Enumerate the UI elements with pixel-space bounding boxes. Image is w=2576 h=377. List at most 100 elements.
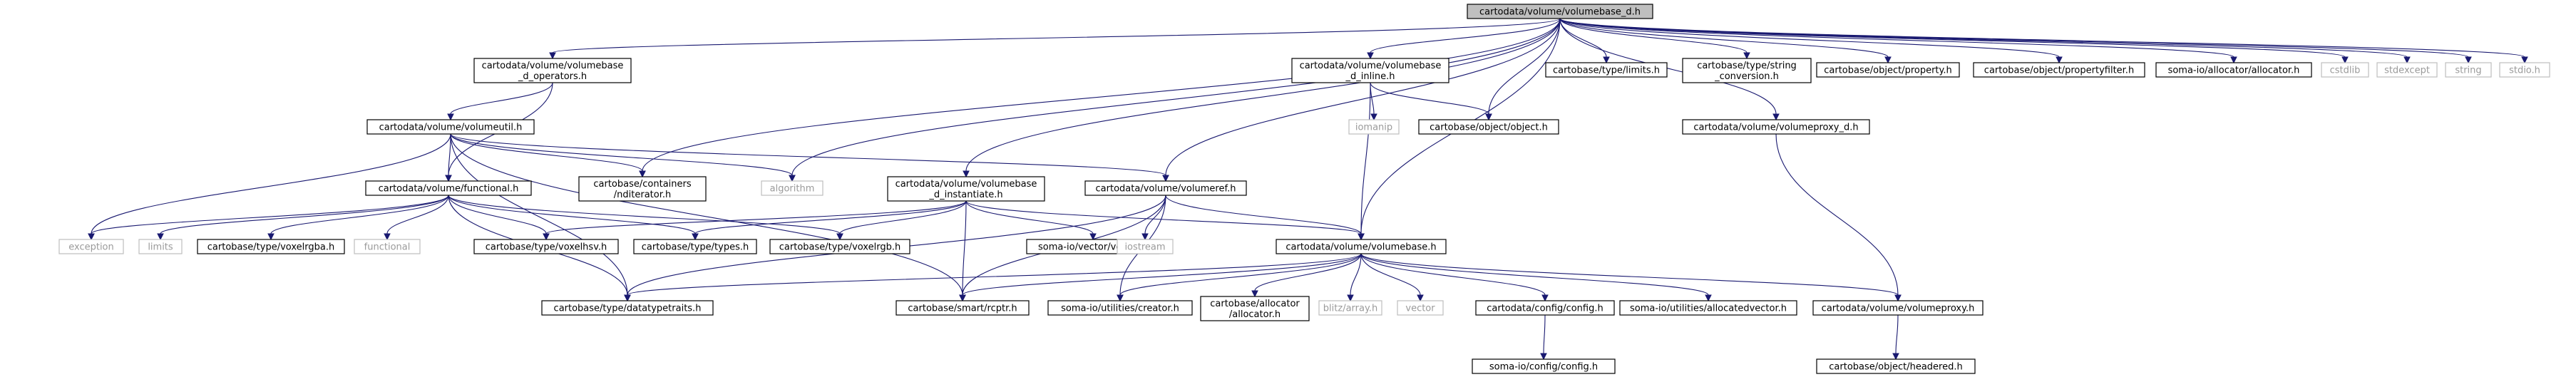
node-allocvec[interactable]: soma-io/utilities/allocatedvector.h bbox=[1619, 300, 1797, 316]
edge-vbase-to-dtt bbox=[624, 253, 1362, 302]
node-box bbox=[354, 239, 421, 254]
node-label: cstdlib bbox=[2330, 66, 2361, 76]
node-box bbox=[1291, 58, 1449, 83]
node-box bbox=[1084, 180, 1247, 196]
node-label: cartodata/config/config.h bbox=[1487, 304, 1603, 314]
node-cstdlib: cstdlib bbox=[2321, 62, 2369, 78]
node-box bbox=[1545, 62, 1668, 78]
node-rcptr[interactable]: cartobase/smart/rcptr.h bbox=[896, 300, 1030, 316]
node-label: cartodata/volume/volumeutil.h bbox=[379, 123, 523, 133]
node-label: string bbox=[2455, 66, 2481, 76]
node-headered[interactable]: cartobase/object/headered.h bbox=[1816, 358, 1976, 374]
node-label: soma-io/utilities/allocatedvector.h bbox=[1630, 304, 1787, 314]
node-vproxy_d[interactable]: cartodata/volume/volumeproxy_d.h bbox=[1682, 119, 1870, 135]
edge-vproxy-to-headered bbox=[1892, 314, 1899, 361]
node-label: cartobase/type/limits.h bbox=[1553, 66, 1660, 76]
node-box bbox=[578, 176, 707, 202]
node-voxelhsv[interactable]: cartobase/type/voxelhsv.h bbox=[473, 239, 619, 254]
node-limits_h[interactable]: cartobase/type/limits.h bbox=[1545, 62, 1668, 78]
edge-vbase-to-vproxy bbox=[1360, 253, 1902, 302]
node-dtt[interactable]: cartobase/type/datatypetraits.h bbox=[541, 300, 714, 316]
edge-root-to-strconv bbox=[1559, 18, 1750, 60]
edge-root-to-propfilter bbox=[1559, 18, 2063, 64]
edge-inst-to-voxelrgb bbox=[836, 200, 967, 241]
node-property[interactable]: cartobase/object/property.h bbox=[1816, 62, 1960, 78]
node-stdexcept: stdexcept bbox=[2376, 62, 2438, 78]
node-stdio: stdio.h bbox=[2499, 62, 2550, 78]
node-box bbox=[1348, 119, 1400, 135]
edge-root-to-property bbox=[1559, 18, 1892, 64]
node-inst[interactable]: cartodata/volume/volumebase_d_instantiat… bbox=[887, 176, 1045, 202]
node-label: cartodata/volume/volumebase bbox=[896, 179, 1037, 190]
node-vector: vector bbox=[1397, 300, 1444, 316]
node-vbase[interactable]: cartodata/volume/volumebase.h bbox=[1276, 239, 1447, 254]
edge-vutil-to-algorithm bbox=[450, 133, 796, 182]
node-sconfig[interactable]: soma-io/config/config.h bbox=[1472, 358, 1616, 374]
node-box bbox=[197, 239, 345, 254]
node-label: algorithm bbox=[770, 184, 815, 195]
node-iomanip: iomanip bbox=[1348, 119, 1400, 135]
node-vproxy[interactable]: cartodata/volume/volumeproxy.h bbox=[1812, 300, 1984, 316]
edge-vbase-to-vector bbox=[1360, 253, 1424, 302]
node-cconfig[interactable]: cartodata/config/config.h bbox=[1475, 300, 1615, 316]
node-label: cartobase/object/object.h bbox=[1430, 123, 1548, 133]
node-propfilter[interactable]: cartobase/object/propertyfilter.h bbox=[1973, 62, 2145, 78]
node-label: _d_instantiate.h bbox=[928, 190, 1002, 200]
edge-vbase-to-creator bbox=[1117, 253, 1362, 302]
node-label: cartobase/type/string bbox=[1697, 61, 1797, 71]
node-label: cartobase/smart/rcptr.h bbox=[908, 304, 1017, 314]
node-label: functional bbox=[364, 242, 411, 253]
node-functional_h[interactable]: cartodata/volume/functional.h bbox=[365, 180, 532, 196]
node-object[interactable]: cartobase/object/object.h bbox=[1418, 119, 1559, 135]
node-label: cartodata/volume/volumebase bbox=[1300, 61, 1442, 71]
node-nditer[interactable]: cartobase/containers/nditerator.h bbox=[578, 176, 707, 202]
node-label: limits bbox=[148, 242, 173, 253]
edge-vbase-to-allocvec bbox=[1360, 253, 1712, 302]
node-creator[interactable]: soma-io/utilities/creator.h bbox=[1047, 300, 1193, 316]
node-box bbox=[761, 180, 823, 196]
node-label: _d_inline.h bbox=[1345, 71, 1395, 82]
node-root[interactable]: cartodata/volume/volumebase_d.h bbox=[1467, 4, 1653, 19]
edge-root-to-algorithm bbox=[789, 18, 1561, 182]
node-label: cartobase/containers bbox=[593, 179, 691, 190]
node-label: soma-io/config/config.h bbox=[1489, 362, 1598, 373]
node-label: _conversion.h bbox=[1714, 71, 1779, 82]
node-ops[interactable]: cartodata/volume/volumebase_d_operators.… bbox=[473, 58, 632, 83]
node-box bbox=[1812, 300, 1984, 316]
node-box bbox=[2155, 62, 2312, 78]
node-label: iostream bbox=[1124, 242, 1165, 253]
node-label: iomanip bbox=[1355, 123, 1392, 133]
node-label: cartobase/object/headered.h bbox=[1829, 362, 1962, 373]
node-vref[interactable]: cartodata/volume/volumeref.h bbox=[1084, 180, 1247, 196]
node-box bbox=[2445, 62, 2492, 78]
node-box bbox=[366, 119, 535, 135]
node-iostream: iostream bbox=[1117, 239, 1174, 254]
node-box bbox=[541, 300, 714, 316]
node-box bbox=[1276, 239, 1447, 254]
node-label: cartobase/type/datatypetraits.h bbox=[554, 304, 702, 314]
node-label: cartobase/object/property.h bbox=[1824, 66, 1952, 76]
node-label: cartodata/volume/volumebase_d.h bbox=[1479, 7, 1641, 18]
edge-vbase-to-rcptr bbox=[959, 253, 1362, 302]
node-label: /allocator.h bbox=[1229, 309, 1281, 320]
node-vutil[interactable]: cartodata/volume/volumeutil.h bbox=[366, 119, 535, 135]
node-box bbox=[58, 239, 124, 254]
node-allocator_h[interactable]: soma-io/allocator/allocator.h bbox=[2155, 62, 2312, 78]
node-inl[interactable]: cartodata/volume/volumebase_d_inline.h bbox=[1291, 58, 1449, 83]
edge-vproxy_d-to-vproxy bbox=[1775, 133, 1902, 302]
node-voxelrgb[interactable]: cartobase/type/voxelrgb.h bbox=[769, 239, 910, 254]
node-functional: functional bbox=[354, 239, 421, 254]
node-string: string bbox=[2445, 62, 2492, 78]
node-strconv[interactable]: cartobase/type/string_conversion.h bbox=[1682, 58, 1812, 83]
node-label: cartodata/volume/volumeproxy_d.h bbox=[1693, 123, 1858, 133]
edge-inl-to-vbase bbox=[1358, 82, 1371, 241]
node-label: stdio.h bbox=[2509, 66, 2540, 76]
edge-root-to-ops bbox=[549, 18, 1561, 60]
node-label: cartobase/type/voxelhsv.h bbox=[486, 242, 607, 253]
edge-functional_h-to-exception bbox=[88, 195, 449, 241]
node-label: cartobase/type/types.h bbox=[642, 242, 749, 253]
edge-root-to-inl bbox=[1367, 18, 1561, 60]
node-voxelrgba[interactable]: cartobase/type/voxelrgba.h bbox=[197, 239, 345, 254]
node-types[interactable]: cartobase/type/types.h bbox=[633, 239, 757, 254]
node-calloc[interactable]: cartobase/allocator/allocator.h bbox=[1200, 296, 1310, 321]
